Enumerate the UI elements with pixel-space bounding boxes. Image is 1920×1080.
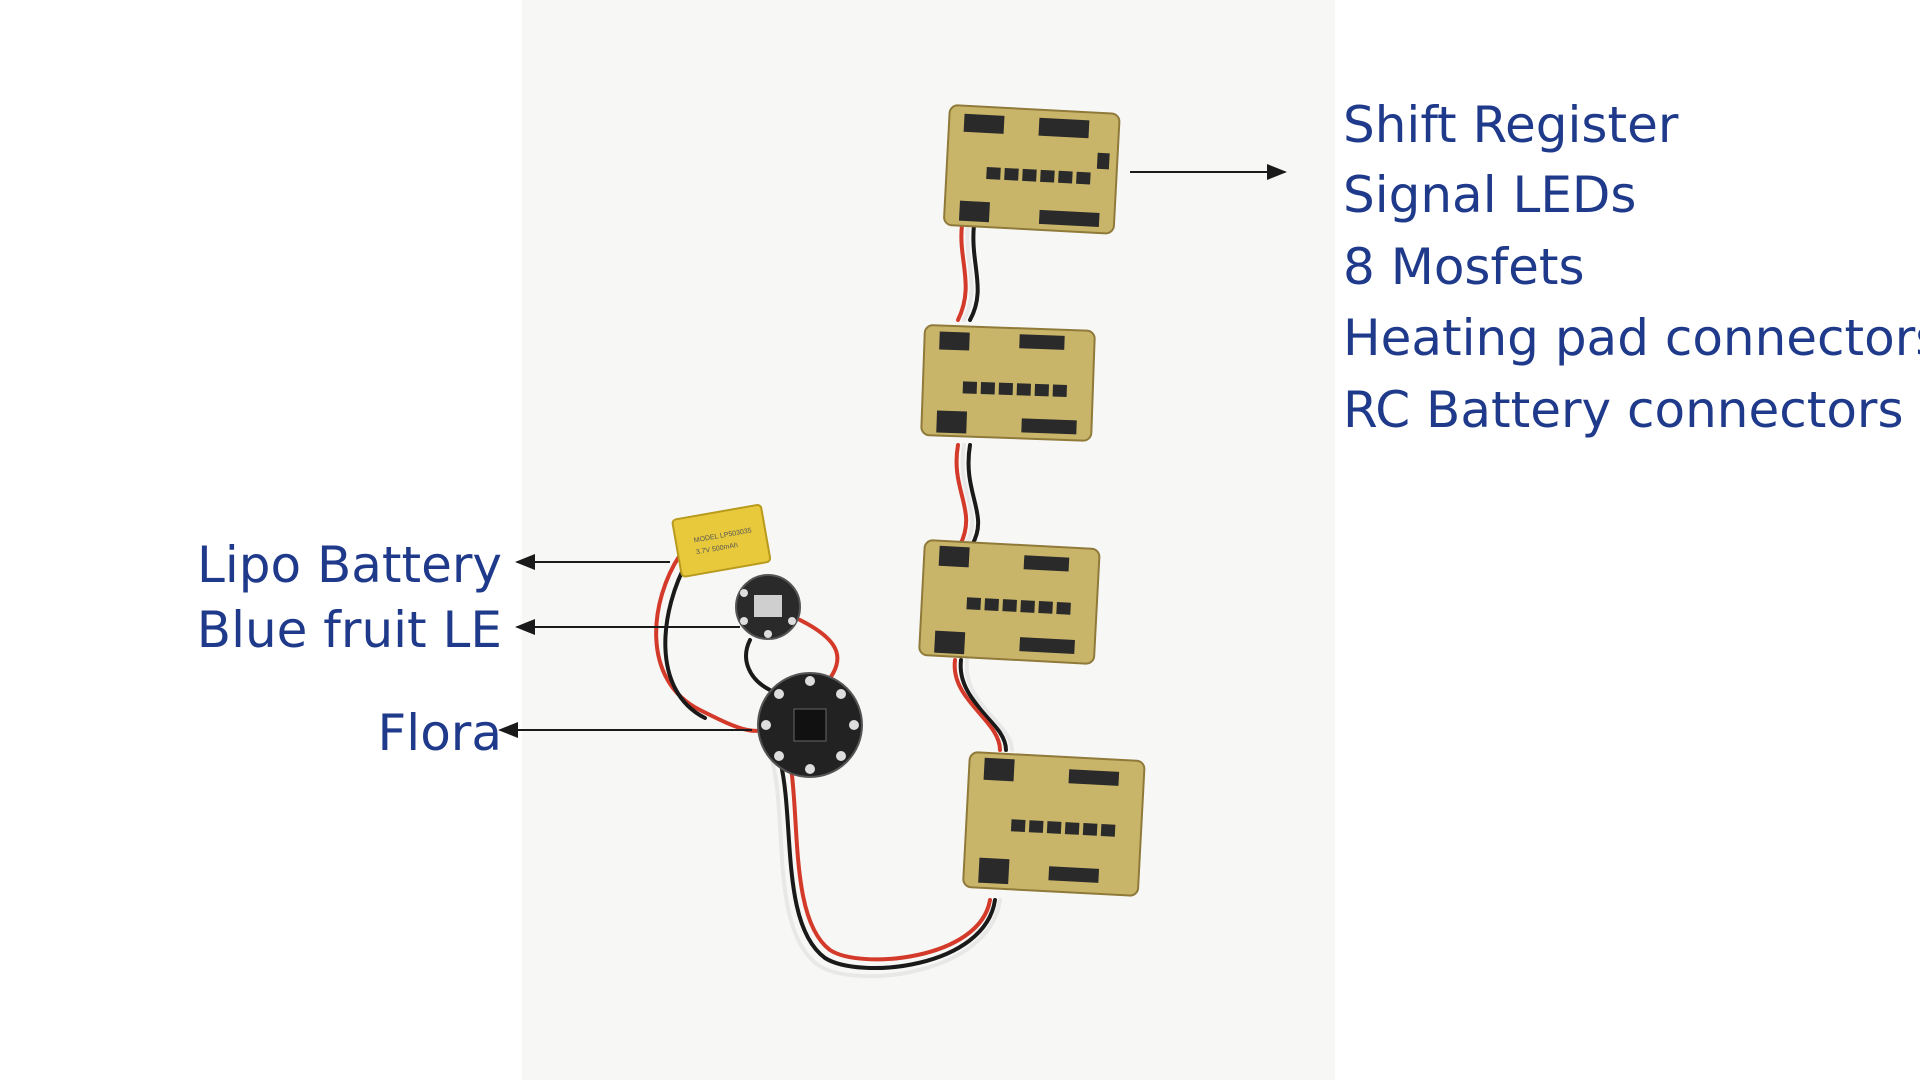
label-lipo-battery: Lipo Battery xyxy=(196,536,502,594)
label-mosfets: 8 Mosfets xyxy=(1343,238,1585,296)
pcb-board-3 xyxy=(918,539,1101,665)
label-heating-pad-connectors: Heating pad connectors xyxy=(1343,309,1920,367)
label-flora: Flora xyxy=(377,704,502,762)
flora-board xyxy=(757,672,863,778)
board-chain-wires xyxy=(770,223,1014,979)
label-rc-battery-connectors: RC Battery connectors xyxy=(1343,381,1904,439)
bluefruit-le-board xyxy=(735,574,801,640)
label-bluefruit-le: Blue fruit LE xyxy=(196,601,502,659)
controller-wires xyxy=(654,553,840,733)
pcb-board-4 xyxy=(962,751,1146,897)
lipo-battery: MODEL LP503035 3.7V 500mAh xyxy=(671,504,772,578)
pcb-board-1 xyxy=(943,104,1121,235)
callout-arrows xyxy=(498,164,1287,738)
label-signal-leds: Signal LEDs xyxy=(1343,166,1637,224)
pcb-board-2 xyxy=(920,324,1096,442)
label-shift-register: Shift Register xyxy=(1343,96,1679,154)
photo-background xyxy=(522,0,1335,1080)
